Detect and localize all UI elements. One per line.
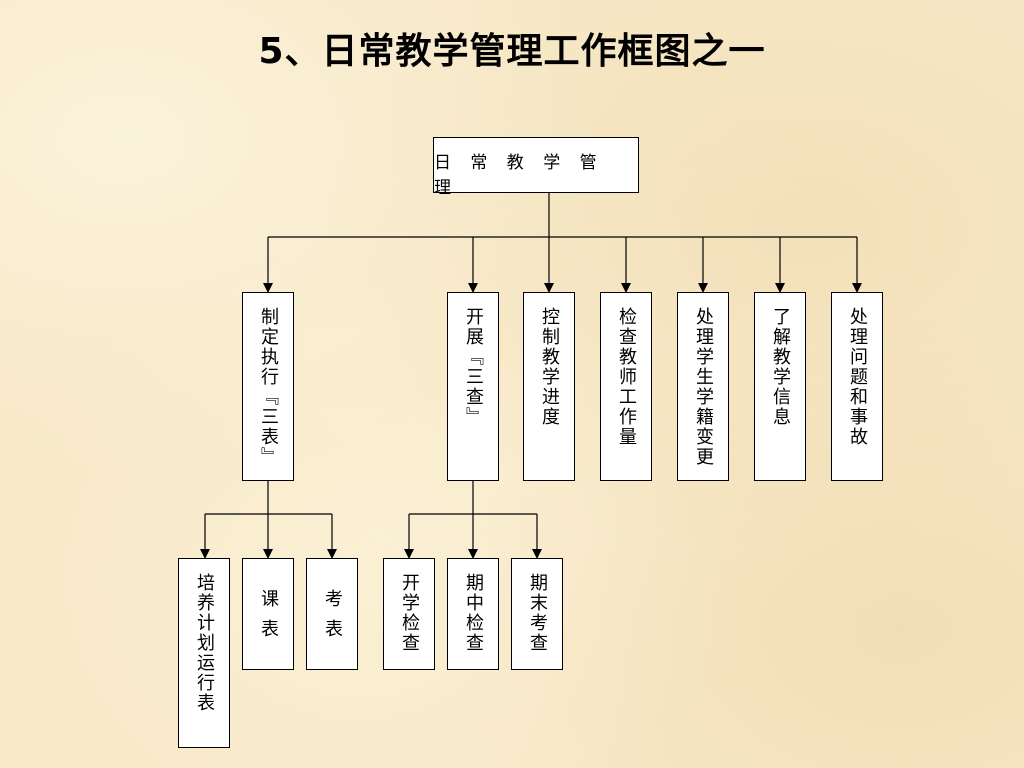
node-qimo-kaocha: 期末考查 [511, 558, 563, 670]
node-chuli-wenti-label: 处理问题和事故 [847, 307, 868, 447]
node-jiancha-gongzuoliang: 检查教师工作量 [600, 292, 652, 481]
node-chuli-xueji-label: 处理学生学籍变更 [693, 307, 714, 467]
node-zhiding-sanbiao-label: 制定执行『三表』 [258, 307, 279, 467]
node-zhiding-sanbiao: 制定执行『三表』 [242, 292, 294, 481]
node-chuli-xueji: 处理学生学籍变更 [677, 292, 729, 481]
node-qimo-kaocha-label: 期末考查 [527, 573, 548, 653]
node-qizhong-jiancha-label: 期中检查 [463, 573, 484, 653]
node-kongzhi-jindu: 控制教学进度 [523, 292, 575, 481]
node-kaixue-jiancha-label: 开学检查 [399, 573, 420, 653]
node-kebiao: 课表 [242, 558, 294, 670]
node-kebiao-label: 课表 [258, 589, 279, 649]
node-kaobiao-label: 考表 [322, 589, 343, 649]
node-chuli-wenti: 处理问题和事故 [831, 292, 883, 481]
node-liaojie-xinxi: 了解教学信息 [754, 292, 806, 481]
node-kaizhan-sancha-label: 开展『三查』 [463, 307, 484, 427]
root-node: 日 常 教 学 管 理 [433, 137, 639, 198]
page-title: 5、日常教学管理工作框图之一 [258, 31, 766, 72]
node-liaojie-xinxi-label: 了解教学信息 [770, 307, 791, 427]
node-qizhong-jiancha: 期中检查 [447, 558, 499, 670]
root-node-label: 日 常 教 学 管 理 [434, 153, 604, 198]
node-peiyang-jihua: 培养计划运行表 [178, 558, 230, 748]
node-kaizhan-sancha: 开展『三查』 [447, 292, 499, 481]
node-peiyang-jihua-label: 培养计划运行表 [194, 573, 215, 713]
node-kongzhi-jindu-label: 控制教学进度 [539, 307, 560, 427]
node-kaixue-jiancha: 开学检查 [383, 558, 435, 670]
node-kaobiao: 考表 [306, 558, 358, 670]
node-jiancha-gongzuoliang-label: 检查教师工作量 [616, 307, 637, 447]
